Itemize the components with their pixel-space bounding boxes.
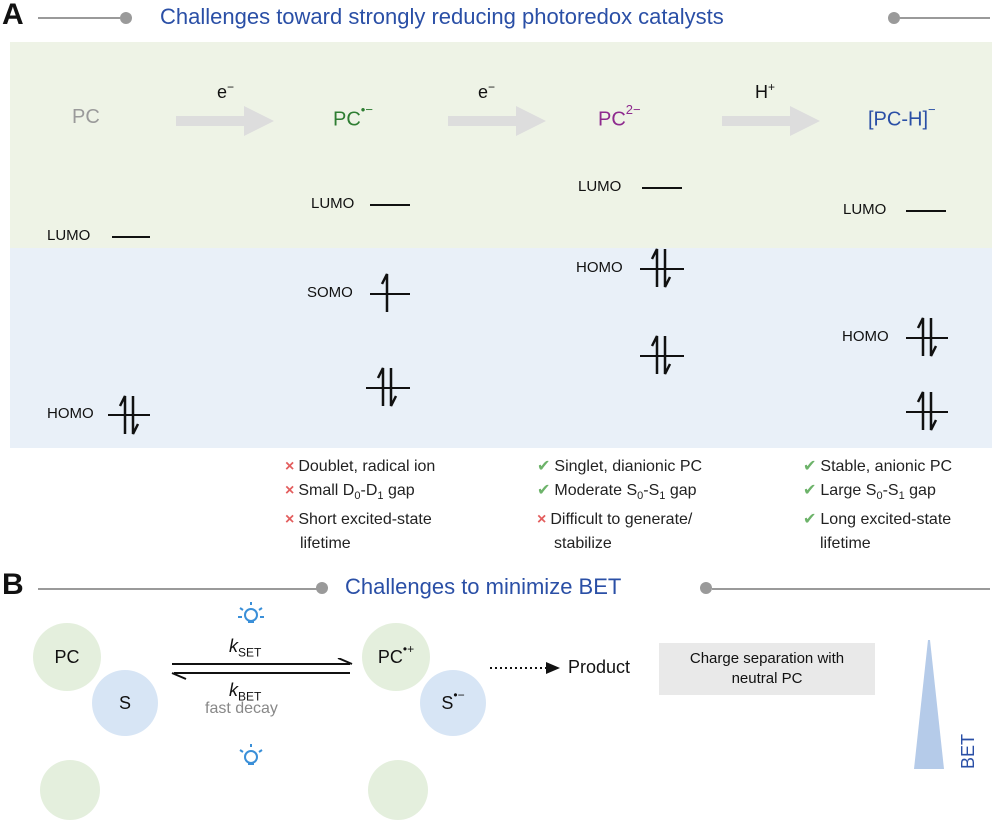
pc-oxidized-circle-row2 bbox=[368, 760, 428, 820]
pc-circle: PC bbox=[33, 623, 101, 691]
k-bet-label: kBET bbox=[229, 680, 262, 704]
substrate-reduced-circle: S•− bbox=[420, 670, 486, 736]
panel-a-title: Challenges toward strongly reducing phot… bbox=[160, 4, 724, 29]
energy-band-lower bbox=[10, 248, 992, 448]
dianion-lower-level bbox=[640, 355, 684, 357]
anion-lumo-label: LUMO bbox=[843, 201, 887, 218]
radical-lumo-label: LUMO bbox=[311, 195, 355, 212]
header-line-right-b bbox=[712, 588, 990, 590]
pc-homo-level bbox=[108, 414, 150, 416]
dianion-lumo-label: LUMO bbox=[578, 178, 622, 195]
arrow-2-label: e− bbox=[478, 80, 496, 102]
list-item: lifetime bbox=[300, 535, 351, 553]
anion-homo-label: HOMO bbox=[842, 328, 889, 345]
arrow-1-label: e− bbox=[217, 80, 235, 102]
list-item: ×Small D0-D1 gap bbox=[285, 482, 415, 503]
charge-separation-box: Charge separation with neutral PC bbox=[659, 643, 875, 695]
panel-b-title: Challenges to minimize BET bbox=[345, 574, 622, 599]
header-dot-right-b bbox=[700, 582, 712, 594]
pc-circle-row2 bbox=[40, 760, 100, 820]
anion-homo-level bbox=[906, 337, 948, 339]
anion-lower-electron-pair bbox=[916, 391, 938, 431]
header-line-left-b bbox=[38, 588, 322, 590]
anion-properties-list: ✔Stable, anionic PC ✔Large S0-S1 gap ✔Lo… bbox=[803, 455, 952, 556]
light-bulb-icon bbox=[238, 602, 264, 623]
equilibrium-arrows bbox=[171, 658, 353, 680]
list-item: lifetime bbox=[820, 535, 871, 553]
header-dot-right-a bbox=[888, 12, 900, 24]
radical-somo-level bbox=[370, 293, 410, 295]
light-bulb-icon-row2 bbox=[239, 744, 263, 765]
dotted-arrow bbox=[490, 662, 560, 674]
list-item: ✔Moderate S0-S1 gap bbox=[537, 482, 697, 503]
product-label: Product bbox=[568, 657, 631, 677]
list-item: ✔Singlet, dianionic PC bbox=[537, 458, 703, 475]
anion-homo-electron-pair bbox=[916, 317, 938, 357]
list-item: ✔Stable, anionic PC bbox=[803, 458, 953, 475]
dianion-homo-label: HOMO bbox=[576, 259, 623, 276]
radical-homo-electron-pair bbox=[376, 367, 398, 407]
species-pc: PC bbox=[72, 106, 100, 128]
radical-somo-electron bbox=[380, 273, 389, 312]
pc-oxidized-circle: PC•+ bbox=[362, 623, 430, 691]
arrow-3-label: H+ bbox=[755, 80, 776, 102]
list-item: ×Short excited-state bbox=[285, 511, 432, 529]
bet-label: BET bbox=[958, 733, 978, 769]
arrow-2 bbox=[448, 106, 546, 136]
radical-homo-level bbox=[366, 387, 410, 389]
dianion-lower-electron-pair bbox=[650, 335, 672, 375]
substrate-circle: S bbox=[92, 670, 158, 736]
panel-letter-b: B bbox=[2, 568, 24, 601]
species-pc-h-anion: [PC-H]− bbox=[868, 102, 936, 131]
fast-decay-label: fast decay bbox=[205, 700, 278, 717]
dianion-homo-level bbox=[640, 268, 684, 270]
arrow-3 bbox=[722, 106, 820, 136]
panel-letter-a: A bbox=[2, 0, 24, 31]
header-line-left-a bbox=[38, 17, 120, 19]
anion-lumo-level bbox=[906, 210, 946, 212]
species-pc-dianion: PC2− bbox=[598, 102, 641, 131]
list-item: ×Doublet, radical ion bbox=[285, 458, 436, 475]
list-item: ✔Long excited-state bbox=[803, 511, 952, 529]
dianion-homo-electron-pair bbox=[650, 248, 672, 288]
arrow-1 bbox=[176, 106, 274, 136]
list-item: ✔Large S0-S1 gap bbox=[803, 482, 936, 503]
pc-lumo-level bbox=[112, 236, 150, 238]
pc-lumo-label: LUMO bbox=[47, 227, 91, 244]
radical-somo-label: SOMO bbox=[307, 284, 353, 301]
energy-band-upper bbox=[10, 42, 992, 248]
radical-properties-list: ×Doublet, radical ion ×Small D0-D1 gap ×… bbox=[285, 455, 435, 556]
species-pc-radical-anion: PC•− bbox=[333, 102, 373, 131]
pc-homo-electron-pair bbox=[118, 395, 140, 435]
anion-lower-level bbox=[906, 411, 948, 413]
header-line-right-a bbox=[900, 17, 990, 19]
radical-lumo-level bbox=[370, 204, 410, 206]
header-dot-left-a bbox=[120, 12, 132, 24]
list-item: stabilize bbox=[554, 535, 612, 553]
header-dot-left-b bbox=[316, 582, 328, 594]
pc-homo-label: HOMO bbox=[47, 405, 94, 422]
dianion-lumo-level bbox=[642, 187, 682, 189]
list-item: ×Difficult to generate/ bbox=[537, 511, 693, 529]
dianion-properties-list: ✔Singlet, dianionic PC ✔Moderate S0-S1 g… bbox=[537, 455, 702, 556]
k-set-label: kSET bbox=[229, 636, 262, 660]
bet-wedge bbox=[914, 640, 944, 769]
